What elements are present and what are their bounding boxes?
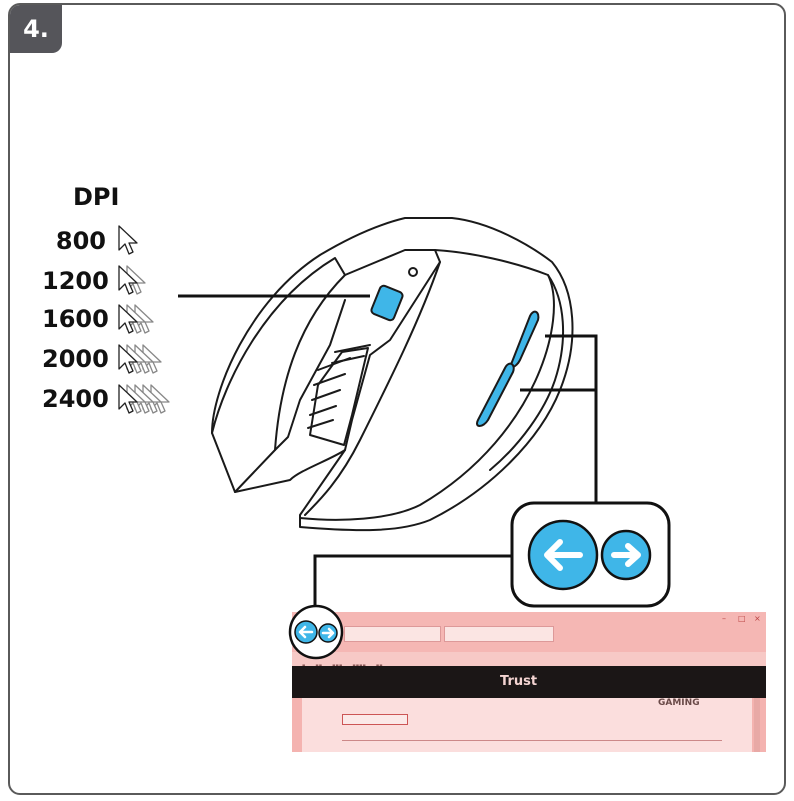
cursor-stack-800	[118, 225, 138, 255]
minimize-icon: –	[722, 614, 726, 623]
mouse-right-button	[299, 249, 555, 521]
mouse-center-ridge	[344, 249, 441, 451]
site-divider	[342, 740, 722, 741]
cursor-icon	[118, 344, 138, 374]
browser-address-bar	[344, 626, 441, 642]
cursor-stack-1600	[118, 304, 154, 334]
browser-callout-line	[313, 554, 515, 615]
dpi-level-2000: 2000	[42, 345, 109, 373]
scroll-wheel	[309, 347, 369, 446]
browser-scrollbar	[754, 698, 760, 752]
dpi-button	[370, 284, 404, 322]
dpi-level-1600: 1600	[42, 305, 109, 333]
cursor-stack-1200	[118, 265, 146, 295]
site-content: GAMING	[292, 698, 766, 752]
dpi-level-2400: 2400	[42, 385, 109, 413]
side-buttons-callout-line	[520, 334, 598, 502]
mouse-body-outline	[211, 217, 574, 532]
close-icon: ×	[754, 614, 761, 623]
back-arrow-icon	[544, 539, 583, 571]
cursor-stack-2400	[118, 384, 170, 414]
dpi-level-800: 800	[55, 227, 106, 255]
site-tag	[342, 714, 408, 725]
side-back-button	[476, 362, 515, 427]
maximize-icon: □	[738, 614, 746, 623]
step-number-badge: 4.	[10, 5, 62, 53]
dpi-title: DPI	[73, 183, 120, 211]
browser-forward-icon	[321, 627, 335, 639]
site-nav-bar: Trust	[292, 666, 766, 698]
cursor-stack-2000	[118, 344, 162, 374]
cursor-icon	[118, 225, 138, 255]
cursor-icon	[118, 304, 138, 334]
cursor-icon	[118, 265, 138, 295]
browser-window: – □ × ▪▪▪▪▪▪▪▪▪▪▪▪ Trust GAMING	[292, 612, 766, 752]
site-page: GAMING	[302, 698, 752, 752]
cursor-icon	[118, 384, 138, 414]
browser-tab	[444, 626, 554, 642]
instruction-frame: 4.	[8, 3, 786, 795]
gaming-logo: GAMING	[658, 698, 700, 708]
mouse-left-button	[211, 257, 346, 493]
browser-back-icon	[298, 625, 314, 639]
trust-logo: Trust	[500, 674, 538, 689]
forward-arrow-icon	[611, 543, 641, 567]
dpi-level-1200: 1200	[42, 267, 109, 295]
browser-title-bar: – □ ×	[292, 612, 766, 652]
